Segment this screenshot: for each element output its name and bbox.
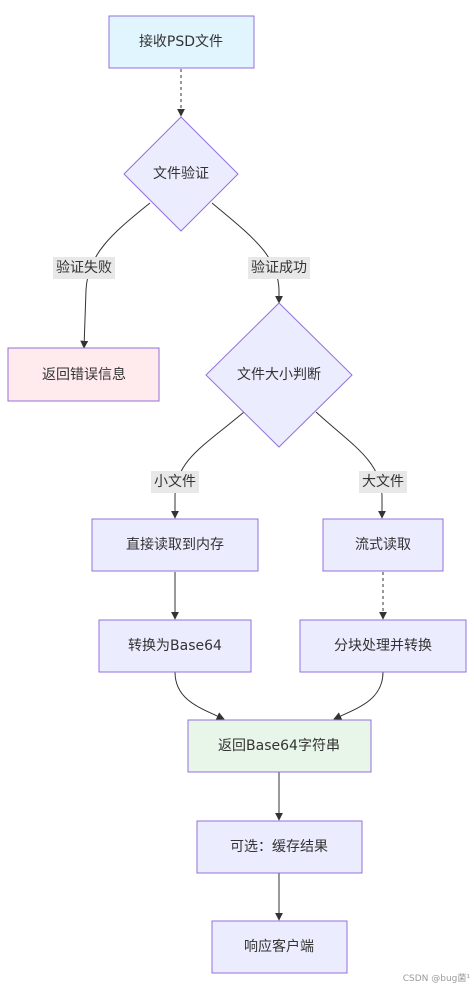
svg-text:直接读取到内存: 直接读取到内存 xyxy=(126,536,224,553)
node-stream-read: 流式读取 xyxy=(322,518,444,572)
svg-text:分块处理并转换: 分块处理并转换 xyxy=(334,637,432,654)
svg-text:接收PSD文件: 接收PSD文件 xyxy=(139,33,223,50)
svg-text:可选：缓存结果: 可选：缓存结果 xyxy=(230,839,328,855)
node-convert-base64: 转换为Base64 xyxy=(98,619,252,673)
svg-text:验证失败: 验证失败 xyxy=(56,260,112,276)
edge-labels: 验证失败 验证成功 小文件 大文件 xyxy=(53,257,407,493)
edge-chunk-to-return xyxy=(333,671,384,720)
node-chunk-convert: 分块处理并转换 xyxy=(299,619,467,673)
edge-validate-to-error xyxy=(80,202,151,349)
node-read-to-memory: 直接读取到内存 xyxy=(91,518,259,572)
svg-text:小文件: 小文件 xyxy=(154,474,196,490)
node-respond-client: 响应客户端 xyxy=(211,920,348,974)
node-file-size-check: 文件大小判断 xyxy=(205,302,353,448)
svg-text:文件验证: 文件验证 xyxy=(153,166,209,182)
svg-text:验证成功: 验证成功 xyxy=(251,260,307,276)
edge-label-success: 验证成功 xyxy=(248,257,310,279)
node-return-error: 返回错误信息 xyxy=(7,347,160,402)
watermark: CSDN @bug菌¹ xyxy=(402,974,470,984)
edge-base64-to-return xyxy=(174,671,225,720)
svg-text:大文件: 大文件 xyxy=(362,474,404,490)
svg-text:转换为Base64: 转换为Base64 xyxy=(128,637,222,654)
edge-size-to-stream xyxy=(315,411,386,519)
node-return-base64: 返回Base64字符串 xyxy=(187,719,372,773)
svg-text:响应客户端: 响应客户端 xyxy=(244,938,314,955)
edges xyxy=(80,69,387,921)
edge-label-large: 大文件 xyxy=(359,471,407,493)
edge-label-small: 小文件 xyxy=(151,471,199,493)
edge-size-to-memory xyxy=(171,411,245,519)
node-file-validation: 文件验证 xyxy=(123,116,239,232)
node-receive-psd: 接收PSD文件 xyxy=(108,15,255,69)
svg-text:返回错误信息: 返回错误信息 xyxy=(42,366,126,383)
svg-text:流式读取: 流式读取 xyxy=(355,536,411,553)
svg-text:文件大小判断: 文件大小判断 xyxy=(237,367,321,383)
svg-text:返回Base64字符串: 返回Base64字符串 xyxy=(218,738,340,754)
edge-label-fail: 验证失败 xyxy=(53,257,115,279)
node-cache-result: 可选：缓存结果 xyxy=(196,820,363,874)
edge-validate-to-size xyxy=(211,202,283,304)
